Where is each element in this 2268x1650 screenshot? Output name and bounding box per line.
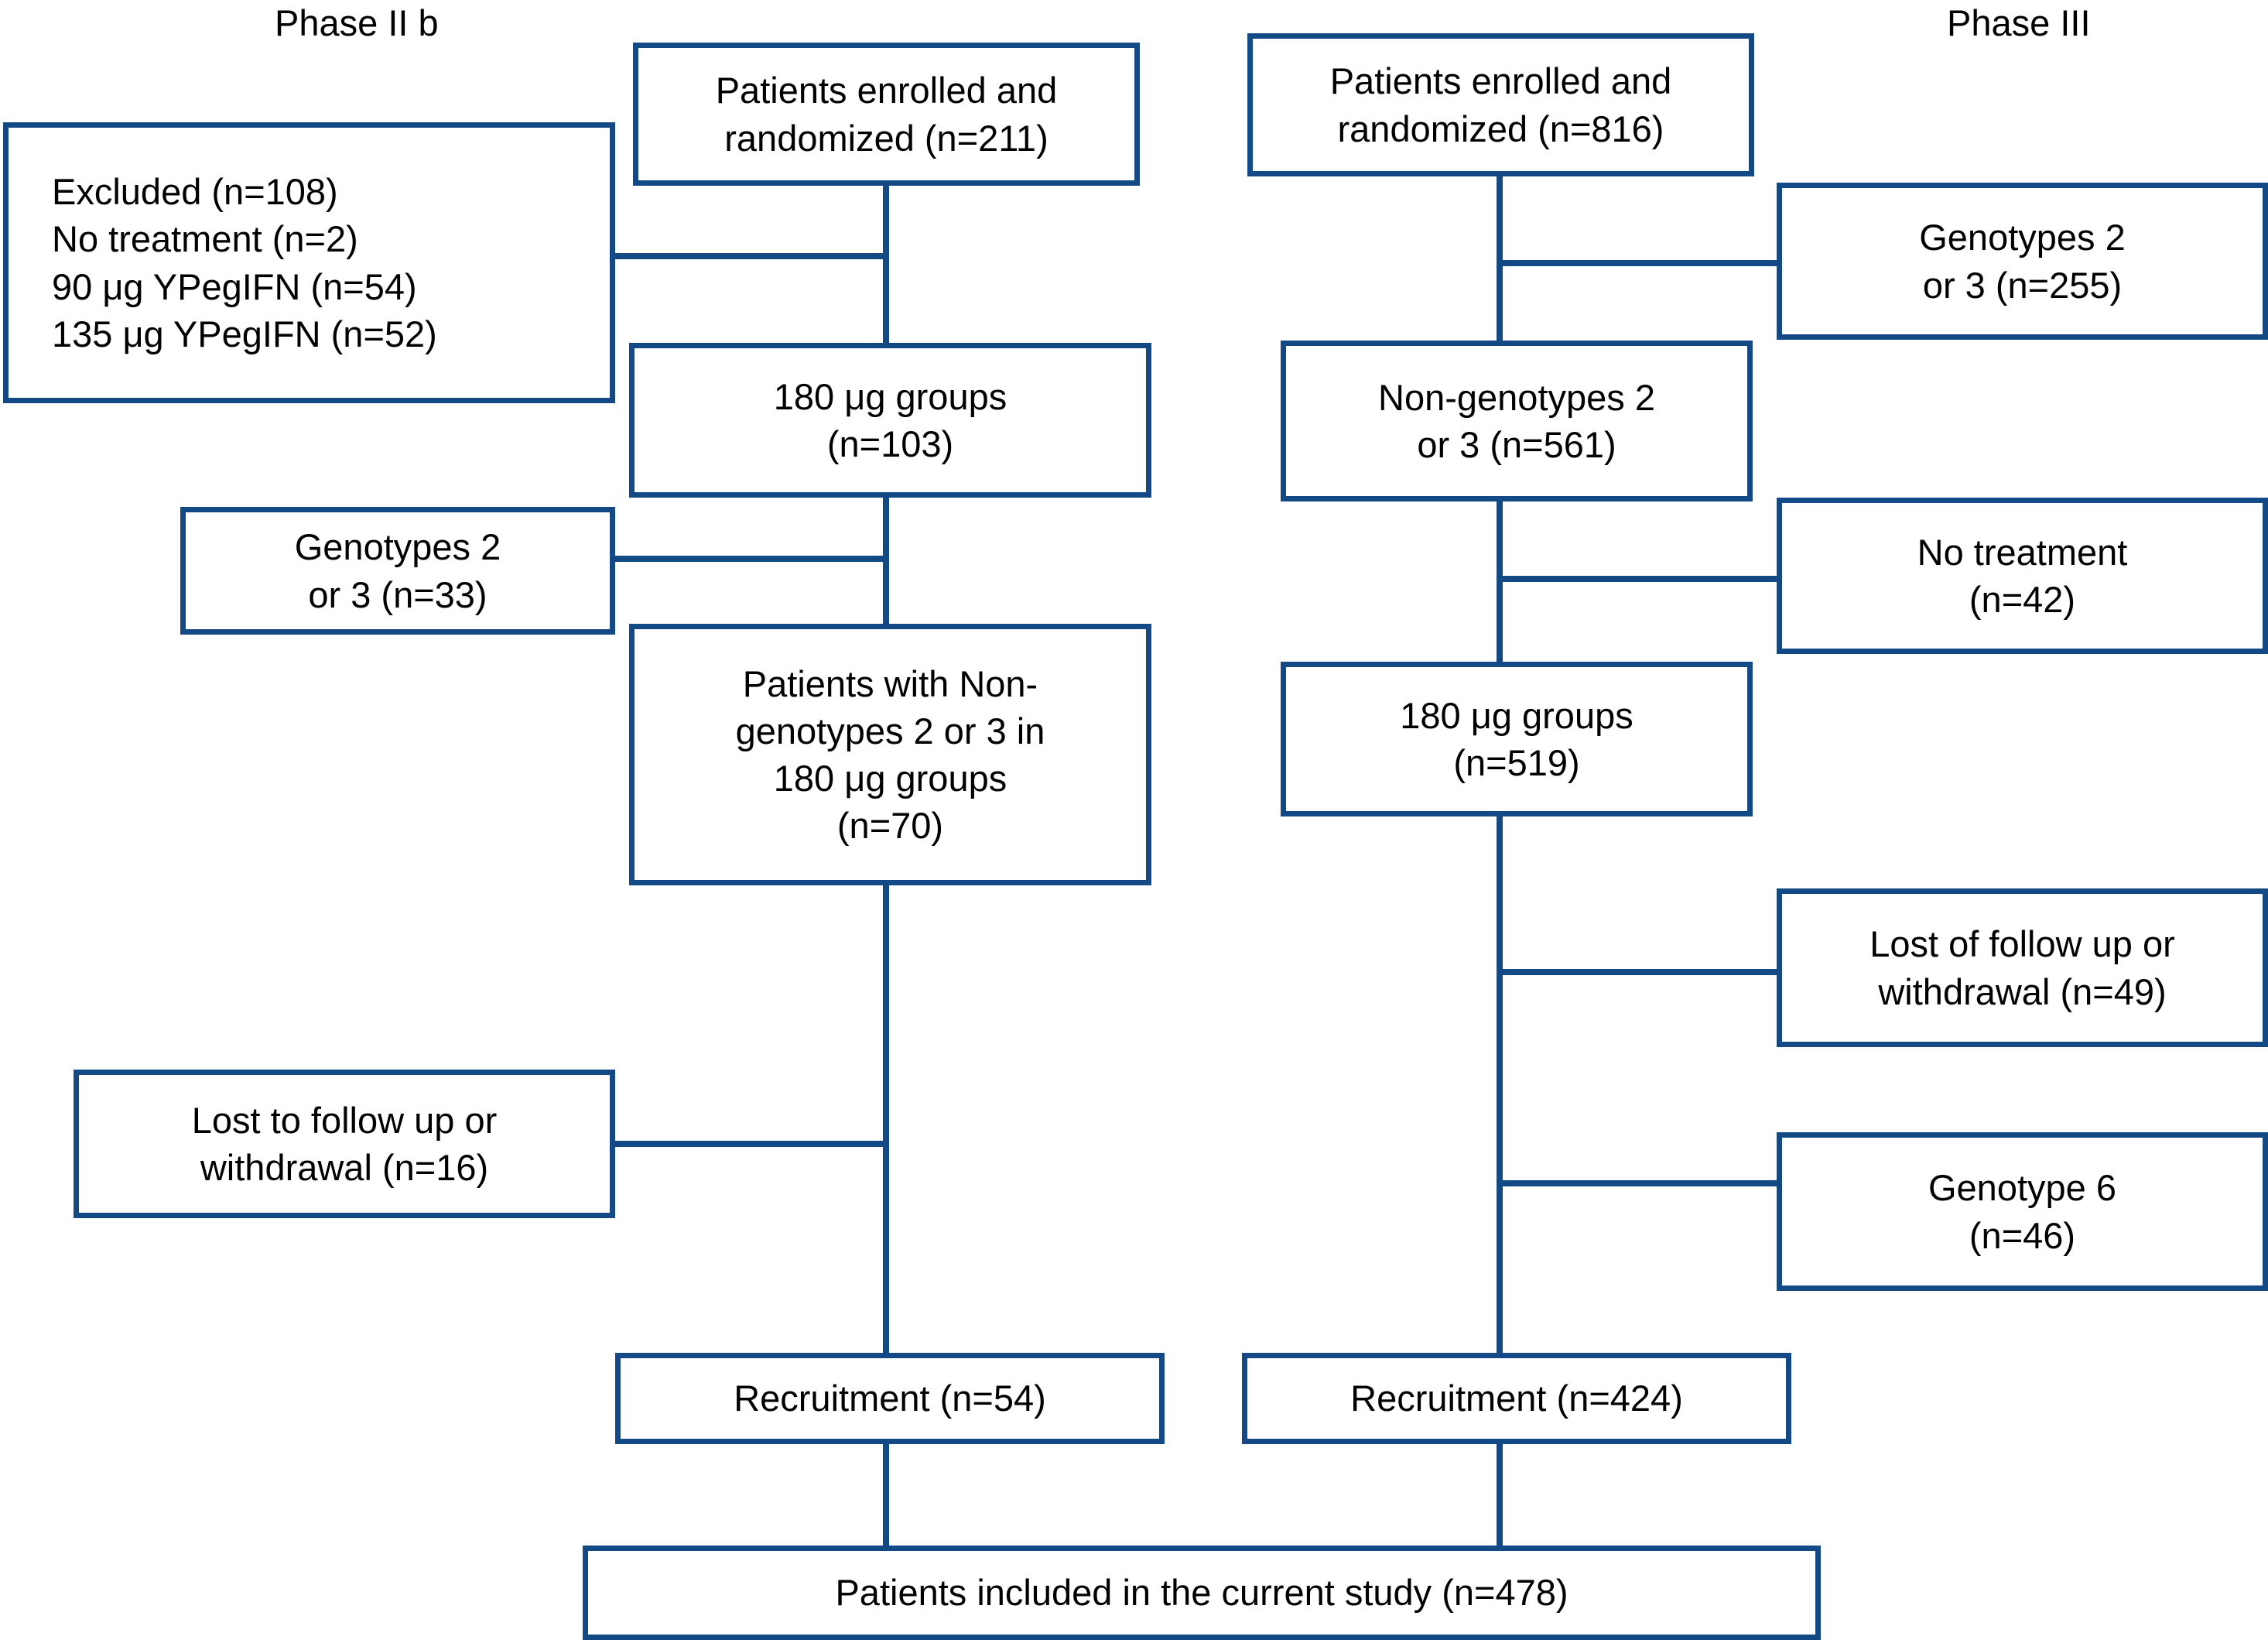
node-phase3-genotype6-label: Genotype 6 (n=46) xyxy=(1928,1167,2116,1256)
connector-p2-trunk xyxy=(883,183,889,347)
node-phase3-recruitment-label: Recruitment (n=424) xyxy=(1350,1378,1683,1419)
node-phase3-nongenotypes[interactable]: Non-genotypes 2 or 3 (n=561) xyxy=(1281,341,1753,502)
node-phase2-genotypes23[interactable]: Genotypes 2 or 3 (n=33) xyxy=(180,507,615,635)
connector-p2-genotypes xyxy=(611,556,886,562)
node-final-included-label: Patients included in the current study (… xyxy=(835,1572,1568,1614)
node-phase2-excluded-label: Excluded (n=108) No treatment (n=2) 90 μ… xyxy=(52,171,437,354)
node-phase3-genotypes23[interactable]: Genotypes 2 or 3 (n=255) xyxy=(1777,183,2268,340)
node-phase2-nongenotypes-label: Patients with Non- genotypes 2 or 3 in 1… xyxy=(735,662,1045,847)
node-phase3-enrolled[interactable]: Patients enrolled and randomized (n=816) xyxy=(1247,33,1754,176)
node-phase3-recruitment[interactable]: Recruitment (n=424) xyxy=(1242,1353,1791,1444)
node-phase2-nongenotypes[interactable]: Patients with Non- genotypes 2 or 3 in 1… xyxy=(629,624,1151,885)
connector-p2-trunk-3 xyxy=(883,882,889,1385)
node-phase3-no-treatment[interactable]: No treatment (n=42) xyxy=(1777,498,2268,654)
node-phase2-180-groups[interactable]: 180 μg groups (n=103) xyxy=(629,343,1151,498)
connector-p2-trunk-4 xyxy=(883,1441,889,1592)
node-phase2-lost-label: Lost to follow up or withdrawal (n=16) xyxy=(191,1099,498,1188)
connector-p3-lost xyxy=(1497,969,1779,975)
connector-p2-trunk-2 xyxy=(883,493,889,628)
connector-p3-trunk-3 xyxy=(1497,814,1503,1387)
node-phase2-excluded[interactable]: Excluded (n=108) No treatment (n=2) 90 μ… xyxy=(3,122,615,403)
node-phase3-180-groups-label: 180 μg groups (n=519) xyxy=(1400,694,1633,783)
connector-p3-genotypes255 xyxy=(1497,260,1779,266)
connector-p3-no-treatment xyxy=(1497,576,1779,582)
connector-p2-lost xyxy=(611,1141,886,1147)
node-phase2-recruitment-label: Recruitment (n=54) xyxy=(734,1378,1046,1419)
node-phase3-lost-label: Lost of follow up or withdrawal (n=49) xyxy=(1869,923,2175,1012)
node-phase2-genotypes23-label: Genotypes 2 or 3 (n=33) xyxy=(294,526,501,615)
node-phase3-180-groups[interactable]: 180 μg groups (n=519) xyxy=(1281,662,1753,816)
node-phase2-180-groups-label: 180 μg groups (n=103) xyxy=(773,375,1007,464)
phase-3-title: Phase III xyxy=(1947,2,2091,43)
connector-p3-trunk xyxy=(1497,174,1503,344)
node-phase3-genotype6[interactable]: Genotype 6 (n=46) xyxy=(1777,1132,2268,1291)
connector-p2-excluded xyxy=(611,253,886,259)
connector-p3-genotype6 xyxy=(1497,1180,1779,1186)
phase-2b-title: Phase II b xyxy=(275,2,439,43)
node-phase3-genotypes23-label: Genotypes 2 or 3 (n=255) xyxy=(1919,217,2126,306)
node-phase2-lost[interactable]: Lost to follow up or withdrawal (n=16) xyxy=(74,1070,615,1218)
connector-p3-trunk-4 xyxy=(1497,1441,1503,1592)
node-phase2-enrolled[interactable]: Patients enrolled and randomized (n=211) xyxy=(633,43,1140,186)
node-phase2-recruitment[interactable]: Recruitment (n=54) xyxy=(615,1353,1165,1444)
node-final-included[interactable]: Patients included in the current study (… xyxy=(583,1546,1821,1640)
node-phase3-enrolled-label: Patients enrolled and randomized (n=816) xyxy=(1329,60,1672,149)
node-phase2-enrolled-label: Patients enrolled and randomized (n=211) xyxy=(715,70,1058,159)
node-phase3-lost[interactable]: Lost of follow up or withdrawal (n=49) xyxy=(1777,888,2268,1047)
node-phase3-nongenotypes-label: Non-genotypes 2 or 3 (n=561) xyxy=(1378,376,1655,465)
node-phase3-no-treatment-label: No treatment (n=42) xyxy=(1917,531,2128,620)
connector-p3-trunk-2 xyxy=(1497,499,1503,669)
